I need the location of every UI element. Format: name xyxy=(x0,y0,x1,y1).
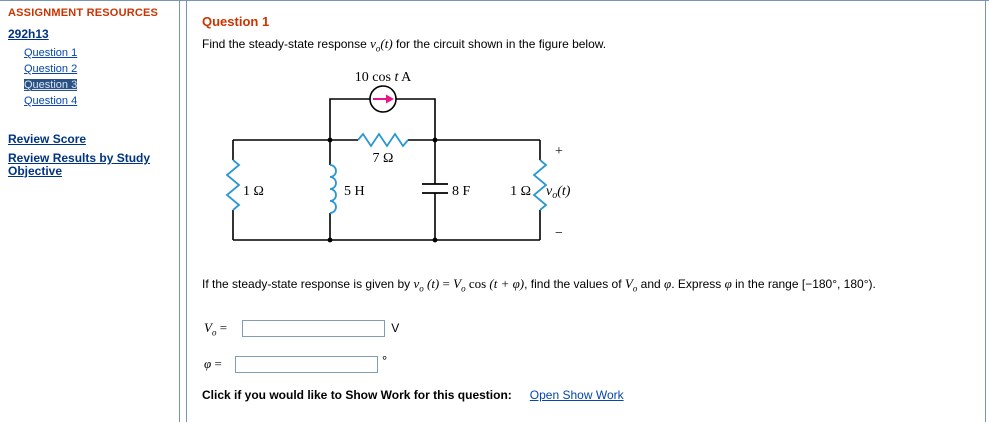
frame-divider-left xyxy=(179,0,180,422)
phi-unit: ° xyxy=(382,353,388,368)
followup-math-V2: V xyxy=(624,276,633,291)
source-label: 10 cos t A xyxy=(355,70,412,85)
followup-s4: . Express xyxy=(671,277,725,291)
r-left-label: 1 Ω xyxy=(243,184,264,199)
assignment-link[interactable]: 292h13 xyxy=(8,27,49,41)
circuit-figure: 10 cos t A 7 Ω 1 Ω 5 H 8 F 1 Ω + vo(t) − xyxy=(225,70,571,243)
prompt-math-v: v xyxy=(370,36,376,51)
phi-equals: = xyxy=(211,356,226,371)
frame-right-border xyxy=(985,0,986,422)
sidebar-item-question-2[interactable]: Question 2 xyxy=(24,63,78,75)
resistor-7ohm xyxy=(357,132,409,148)
vo-minus-sign: − xyxy=(555,226,563,241)
phi-answer-row: φ = ° xyxy=(204,353,388,374)
followup-phi1: φ xyxy=(664,276,672,291)
vo-output-label: vo(t) xyxy=(546,184,571,201)
vo-unit: V xyxy=(391,321,400,335)
followup-math-V2-sub: o xyxy=(632,283,638,294)
followup-phi2: φ xyxy=(724,276,732,291)
sidebar-item-question-3[interactable]: Question 3 xyxy=(24,79,78,91)
followup-math-v-arg: (t) xyxy=(423,276,440,291)
followup-arg: (t + φ) xyxy=(489,276,525,291)
resistor-symbols xyxy=(225,132,548,214)
prompt-math-sub: o xyxy=(375,43,381,54)
r-top-label: 7 Ω xyxy=(373,151,394,166)
vo-label: V xyxy=(204,320,212,335)
review-results-link[interactable]: Review Results by Study Objective xyxy=(8,151,151,178)
resistor-1ohm-right xyxy=(532,159,548,211)
current-source-arrow-icon xyxy=(373,94,394,104)
frame-divider-right xyxy=(186,0,187,422)
prompt-math-arg: (t) xyxy=(380,36,393,51)
show-work-text: Click if you would like to Show Work for… xyxy=(202,388,512,402)
followup-math-V1-sub: o xyxy=(461,283,466,294)
sidebar-item-question-4[interactable]: Question 4 xyxy=(24,95,78,107)
question-heading: Question 1 xyxy=(202,14,270,29)
capacitor-label: 8 F xyxy=(452,184,471,199)
review-score-link[interactable]: Review Score xyxy=(8,132,87,146)
question-panel: Question 1 Find the steady-state respons… xyxy=(187,1,985,422)
vo-answer-row: Vo = V xyxy=(204,320,399,340)
question-prompt: Find the steady-state response vo(t) for… xyxy=(202,36,606,53)
followup-math-V1: V xyxy=(453,276,462,291)
capacitor-symbol xyxy=(422,183,448,194)
followup-s3: and xyxy=(637,277,665,291)
open-show-work-link[interactable]: Open Show Work xyxy=(529,388,624,402)
followup-s1: If the steady-state response is given by xyxy=(202,277,414,291)
followup-math-v: v xyxy=(413,276,420,291)
assignment-resources-sidebar: ASSIGNMENT RESOURCES 292h13 Question 1 Q… xyxy=(0,1,179,178)
question-nav: Question 1 Question 2 Question 3 Questio… xyxy=(24,47,175,107)
prompt-text-pre: Find the steady-state response xyxy=(202,37,371,51)
frame-top-border xyxy=(0,0,989,1)
inductor-label: 5 H xyxy=(344,184,365,199)
followup-s2: , find the values of xyxy=(524,277,625,291)
node-dots xyxy=(327,137,438,243)
assignment-resources-heading: ASSIGNMENT RESOURCES xyxy=(8,7,159,19)
vo-plus-sign: + xyxy=(555,144,563,159)
phi-label: φ xyxy=(204,356,212,371)
show-work-row: Click if you would like to Show Work for… xyxy=(202,388,624,402)
prompt-text-post: for the circuit shown in the figure belo… xyxy=(392,37,607,51)
followup-cos: cos xyxy=(465,276,490,291)
circuit-wires xyxy=(232,98,541,241)
phi-input[interactable] xyxy=(235,356,379,374)
sidebar-item-question-1[interactable]: Question 1 xyxy=(24,47,78,59)
followup-s5: in the range [−180°, 180°). xyxy=(731,277,876,291)
inductor-5h xyxy=(329,164,337,214)
followup-math-v-sub: o xyxy=(419,283,424,294)
followup-eq: = xyxy=(439,276,454,291)
followup-text: If the steady-state response is given by… xyxy=(202,275,980,297)
r-right-label: 1 Ω xyxy=(510,184,531,199)
vo-label-sub: o xyxy=(211,327,217,338)
vo-equals: = xyxy=(216,320,231,335)
vo-input[interactable] xyxy=(242,320,386,338)
resistor-1ohm-left xyxy=(225,159,241,211)
